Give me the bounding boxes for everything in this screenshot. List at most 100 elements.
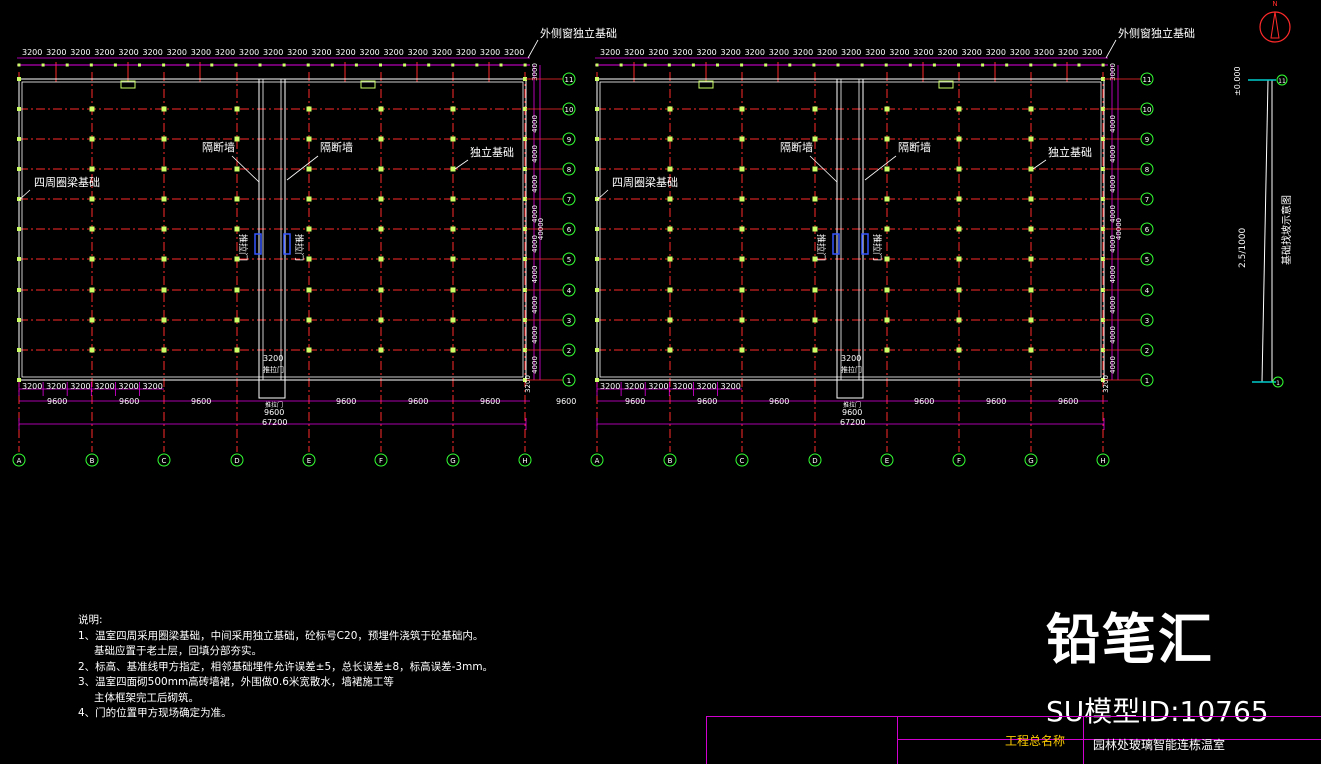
callout-leader: [596, 189, 609, 201]
project-name-value: 园林处玻璃智能连栋温室: [1093, 738, 1226, 752]
isolated-footing: [812, 226, 818, 232]
window-footing: [403, 63, 407, 67]
axis-bubble-row: [1140, 102, 1154, 116]
isolated-footing: [234, 166, 240, 172]
bay-dim-label: 9600: [191, 397, 211, 406]
window-footing: [908, 63, 912, 67]
isolated-footing: [378, 347, 384, 353]
isolated-footing: [306, 226, 312, 232]
window-footing: [595, 63, 599, 67]
axis-bubble-row: [1140, 222, 1154, 236]
top-dim-label: 3200: [335, 48, 355, 57]
perimeter-post: [17, 167, 21, 171]
isolated-footing: [161, 317, 167, 323]
bottom-dim-label: 3200: [672, 382, 692, 391]
isolated-footing: [161, 106, 167, 112]
sliding-door-marker: [283, 233, 291, 255]
window-footing: [162, 63, 166, 67]
axis-bubble-label: C: [740, 457, 745, 465]
axis-bubble-row: [1140, 373, 1154, 387]
right-dim-label: 4000: [1109, 326, 1117, 344]
isolated-footing: [378, 317, 384, 323]
isolated-footing: [956, 256, 962, 262]
right-dim-label: 3200: [1102, 375, 1110, 393]
isolated-footing: [89, 256, 95, 262]
isolated-footing: [739, 256, 745, 262]
isolated-footing: [667, 106, 673, 112]
right-dim-label: 4000: [1109, 145, 1117, 163]
callout-window-footing: 外侧窗独立基础: [1118, 26, 1195, 40]
top-dim-label: 3200: [745, 48, 765, 57]
perimeter-post: [1101, 257, 1105, 261]
perimeter-post: [1101, 167, 1105, 171]
perimeter-post: [1101, 107, 1105, 111]
perimeter-post: [1101, 197, 1105, 201]
isolated-footing: [306, 256, 312, 262]
isolated-footing: [812, 166, 818, 172]
callout-isolated-footing: 独立基础: [470, 145, 514, 159]
isolated-footing: [234, 196, 240, 202]
axis-bubble-label: 10: [1143, 106, 1152, 114]
perimeter-post: [17, 257, 21, 261]
top-dim-label: 3200: [167, 48, 187, 57]
axis-bubble-row: [1140, 192, 1154, 206]
slope-caption: 基础找坡示意图: [1280, 195, 1293, 265]
isolated-footing: [306, 317, 312, 323]
axis-bubble-label: 8: [1145, 166, 1149, 174]
axis-bubble-row: [1140, 343, 1154, 357]
top-dim-label: 3200: [937, 48, 957, 57]
window-footing: [764, 63, 768, 67]
window-footing: [1053, 63, 1057, 67]
vestibule: [836, 379, 864, 399]
bay-dim-label: 9600: [986, 397, 1006, 406]
isolated-footing: [234, 287, 240, 293]
isolated-footing: [378, 226, 384, 232]
window-footing: [523, 63, 527, 67]
perimeter-post: [595, 348, 599, 352]
axis-bubble-label: D: [812, 457, 817, 465]
north-arrow-pointer: [1270, 11, 1280, 39]
callout-perimeter-beam: 四周圈梁基础: [612, 175, 678, 189]
isolated-footing: [234, 106, 240, 112]
top-dim-label: 3200: [94, 48, 114, 57]
isolated-footing: [1028, 196, 1034, 202]
perimeter-post: [17, 107, 21, 111]
window-footing: [1077, 63, 1081, 67]
perimeter-post: [1101, 227, 1105, 231]
isolated-footing: [89, 136, 95, 142]
isolated-footing: [1028, 226, 1034, 232]
note-item-4: 4、门的位置甲方现场确定为准。: [78, 707, 232, 719]
note-item-3-cont: 主体框架完工后砌筑。: [94, 691, 199, 704]
isolated-footing: [450, 287, 456, 293]
perimeter-post: [1101, 137, 1105, 141]
window-footing: [282, 63, 286, 67]
window-footing: [1101, 63, 1105, 67]
window-footing: [17, 63, 21, 67]
title-block-divider: [897, 717, 898, 764]
bottom-dim-label: 3200: [22, 382, 42, 391]
perimeter-post: [595, 167, 599, 171]
perimeter-post: [17, 318, 21, 322]
bay-dim-label: 9600: [1058, 397, 1078, 406]
top-dim-label: 3200: [191, 48, 211, 57]
perimeter-post: [595, 257, 599, 261]
slope-axis-bubble: [1272, 376, 1284, 388]
bay-dim-label: 9600: [119, 397, 139, 406]
isolated-footing: [450, 347, 456, 353]
axis-bubble-label: 3: [567, 317, 571, 325]
perimeter-post: [595, 227, 599, 231]
window-footing: [691, 63, 695, 67]
right-dim-label: 4000: [531, 296, 539, 314]
slope-axis-label: 1: [1276, 380, 1280, 387]
callout-leader: [18, 189, 31, 201]
window-footing: [499, 63, 503, 67]
title-block-rule: [897, 739, 1321, 740]
axis-bubble-row: [562, 72, 576, 86]
perimeter-post: [523, 77, 527, 81]
isolated-footing: [89, 166, 95, 172]
isolated-footing: [884, 256, 890, 262]
callout-partition-left: 隔断墙: [202, 140, 235, 154]
window-footing: [932, 63, 936, 67]
top-dim-label: 3200: [1058, 48, 1078, 57]
